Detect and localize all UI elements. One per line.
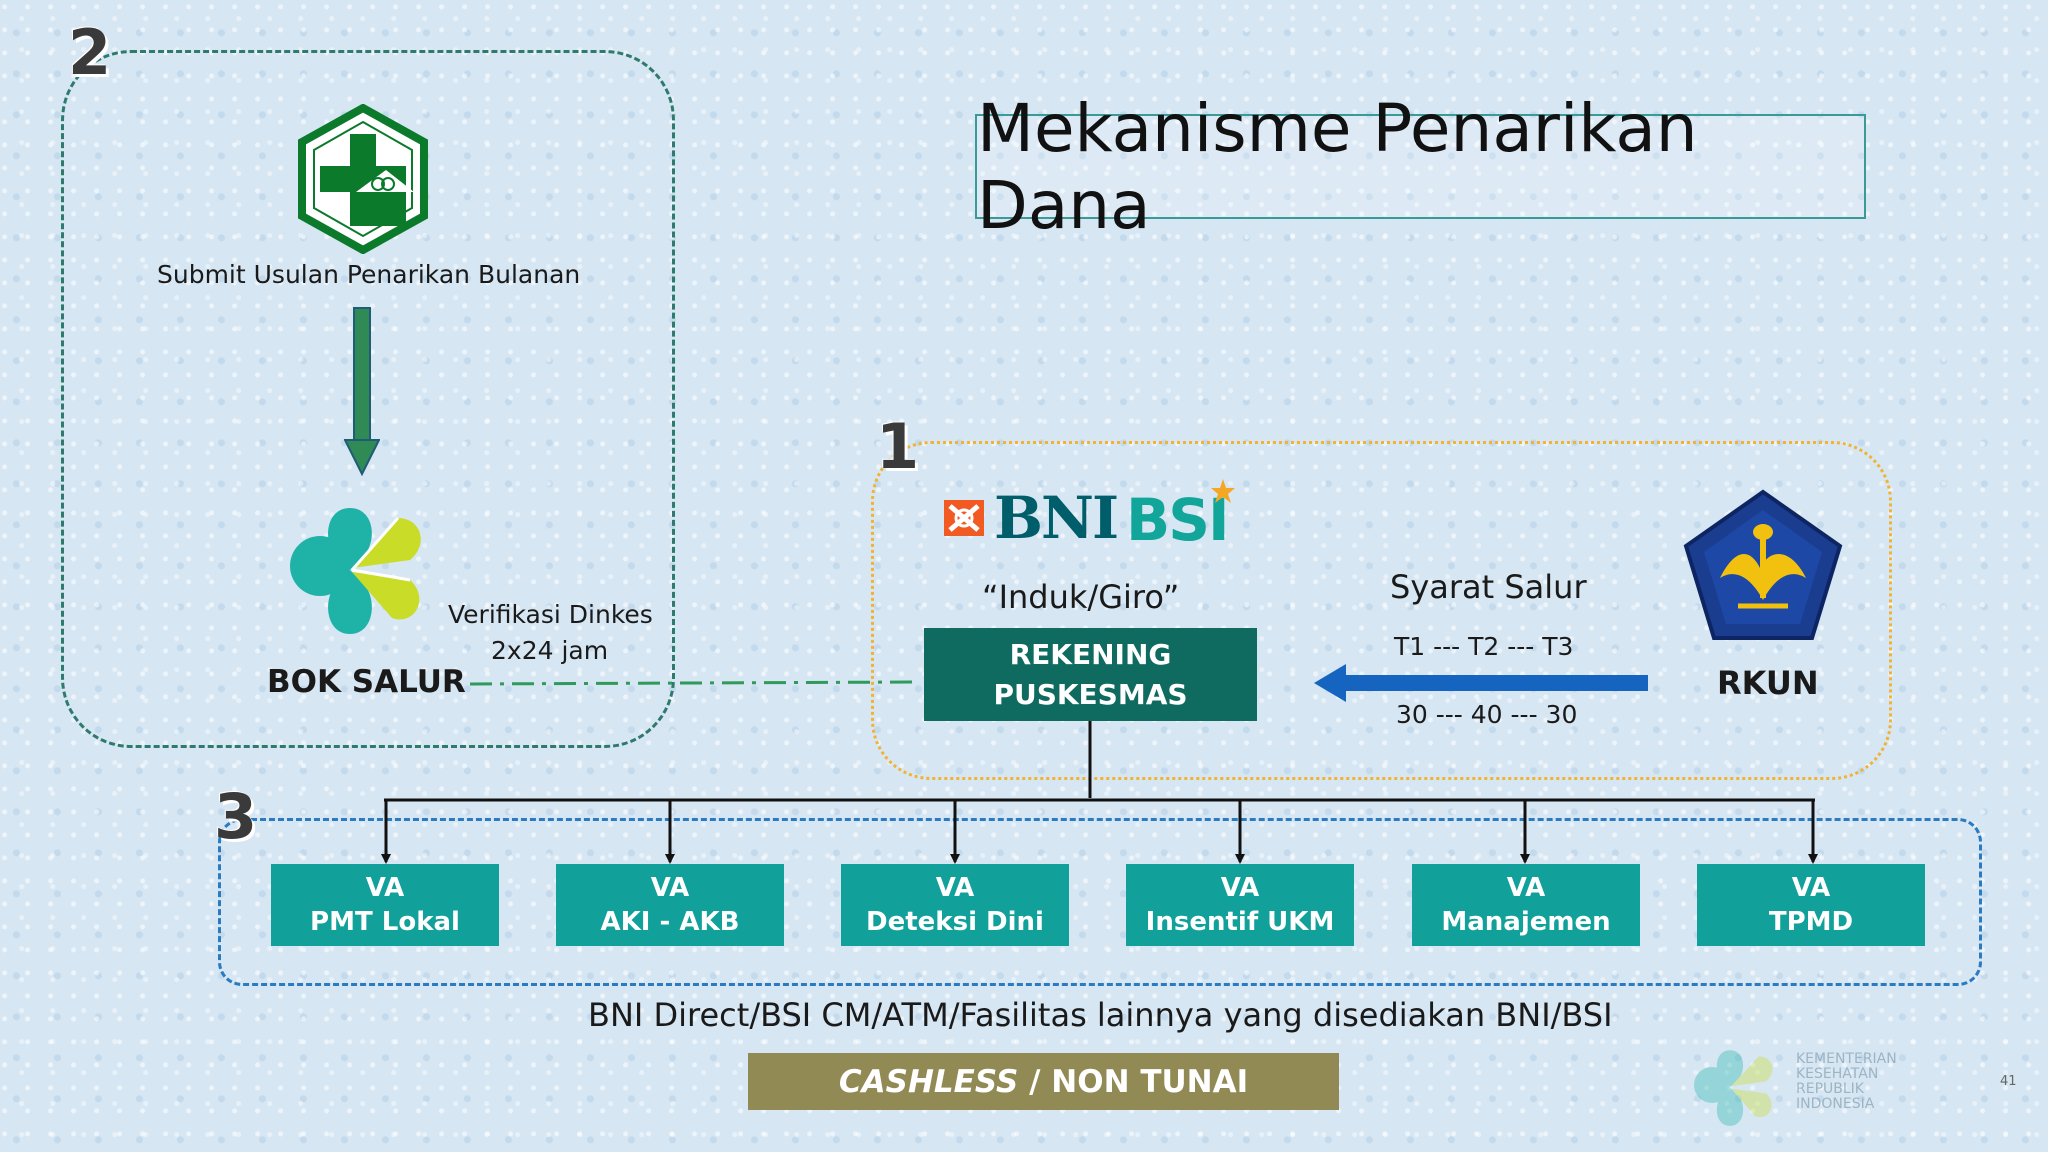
bni-logo-text: BNI bbox=[994, 484, 1119, 552]
va-name: TPMD bbox=[1768, 907, 1854, 937]
section-3-box bbox=[218, 818, 1982, 986]
bsi-logo-text: BSI bbox=[1126, 486, 1230, 554]
va-box-aki-akb: VA AKI - AKB bbox=[556, 864, 784, 946]
va-label: VA bbox=[650, 873, 690, 903]
va-name: Manajemen bbox=[1441, 907, 1611, 937]
down-arrow-icon bbox=[344, 307, 380, 477]
cashless-separator: / bbox=[1018, 1063, 1052, 1100]
va-label: VA bbox=[1791, 873, 1831, 903]
rkun-label: RKUN bbox=[1717, 664, 1819, 702]
section-3-number: 3 bbox=[214, 780, 258, 853]
bok-salur-label: BOK SALUR bbox=[267, 664, 466, 700]
induk-giro-text: “Induk/Giro” bbox=[982, 578, 1180, 616]
page-title: Mekanisme Penarikan Dana bbox=[977, 89, 1698, 244]
verifikasi-line2: 2x24 jam bbox=[491, 636, 609, 665]
va-name: AKI - AKB bbox=[600, 907, 740, 937]
bni-logo-icon bbox=[944, 500, 984, 536]
non-tunai-text: NON TUNAI bbox=[1051, 1063, 1249, 1100]
va-name: Deteksi Dini bbox=[866, 907, 1044, 937]
va-label: VA bbox=[1220, 873, 1260, 903]
rekening-puskesmas-box: REKENING PUSKESMAS bbox=[924, 628, 1257, 721]
rekening-line1: REKENING bbox=[1009, 637, 1172, 671]
kemenkes-line: KESEHATAN bbox=[1796, 1066, 1879, 1082]
syarat-salur-title: Syarat Salur bbox=[1390, 568, 1587, 606]
cashless-banner: CASHLESS / NON TUNAI bbox=[748, 1053, 1339, 1110]
kemenkes-watermark-icon bbox=[1694, 1050, 1773, 1126]
va-label: VA bbox=[365, 873, 405, 903]
kemenkes-line: REPUBLIK bbox=[1796, 1081, 1864, 1097]
va-tree-connector bbox=[381, 721, 1818, 864]
submit-usulan-text: Submit Usulan Penarikan Bulanan bbox=[157, 260, 581, 289]
kemenkes-watermark-text: KEMENTERIAN KESEHATAN REPUBLIK INDONESIA bbox=[1796, 1052, 1897, 1112]
rekening-line2: PUSKESMAS bbox=[993, 677, 1188, 711]
puskesmas-logo-icon bbox=[298, 104, 428, 254]
section-1-box bbox=[871, 441, 1892, 780]
title-box: Mekanisme Penarikan Dana bbox=[975, 90, 1866, 244]
kemenkes-line: KEMENTERIAN bbox=[1796, 1051, 1897, 1067]
bok-to-rekening-connector bbox=[470, 680, 913, 686]
va-box-manajemen: VA Manajemen bbox=[1412, 864, 1640, 946]
va-box-tpmd: VA TPMD bbox=[1697, 864, 1925, 946]
kemenkeu-emblem-icon bbox=[1683, 489, 1843, 640]
page-number: 41 bbox=[2000, 1074, 2017, 1089]
va-box-deteksi-dini: VA Deteksi Dini bbox=[841, 864, 1069, 946]
left-arrow-icon bbox=[1314, 664, 1648, 702]
va-label: VA bbox=[1506, 873, 1546, 903]
va-label: VA bbox=[935, 873, 975, 903]
va-name: Insentif UKM bbox=[1145, 907, 1335, 937]
kemenkes-line: INDONESIA bbox=[1796, 1096, 1875, 1112]
va-box-insentif-ukm: VA Insentif UKM bbox=[1126, 864, 1354, 946]
channels-text: BNI Direct/BSI CM/ATM/Fasilitas lainnya … bbox=[588, 996, 1613, 1034]
bsi-star-icon bbox=[1211, 479, 1235, 503]
kemenkes-logo-icon bbox=[290, 508, 421, 634]
va-name: PMT Lokal bbox=[310, 907, 460, 937]
section-1-number: 1 bbox=[876, 410, 920, 483]
va-box-pmt-lokal: VA PMT Lokal bbox=[271, 864, 499, 946]
verifikasi-line1: Verifikasi Dinkes bbox=[448, 600, 653, 629]
cashless-text: CASHLESS bbox=[838, 1063, 1019, 1100]
syarat-salur-percent: 30 --- 40 --- 30 bbox=[1396, 700, 1578, 729]
syarat-salur-terms: T1 --- T2 --- T3 bbox=[1394, 632, 1574, 661]
section-2-number: 2 bbox=[68, 16, 112, 89]
section-2-box bbox=[61, 50, 675, 748]
